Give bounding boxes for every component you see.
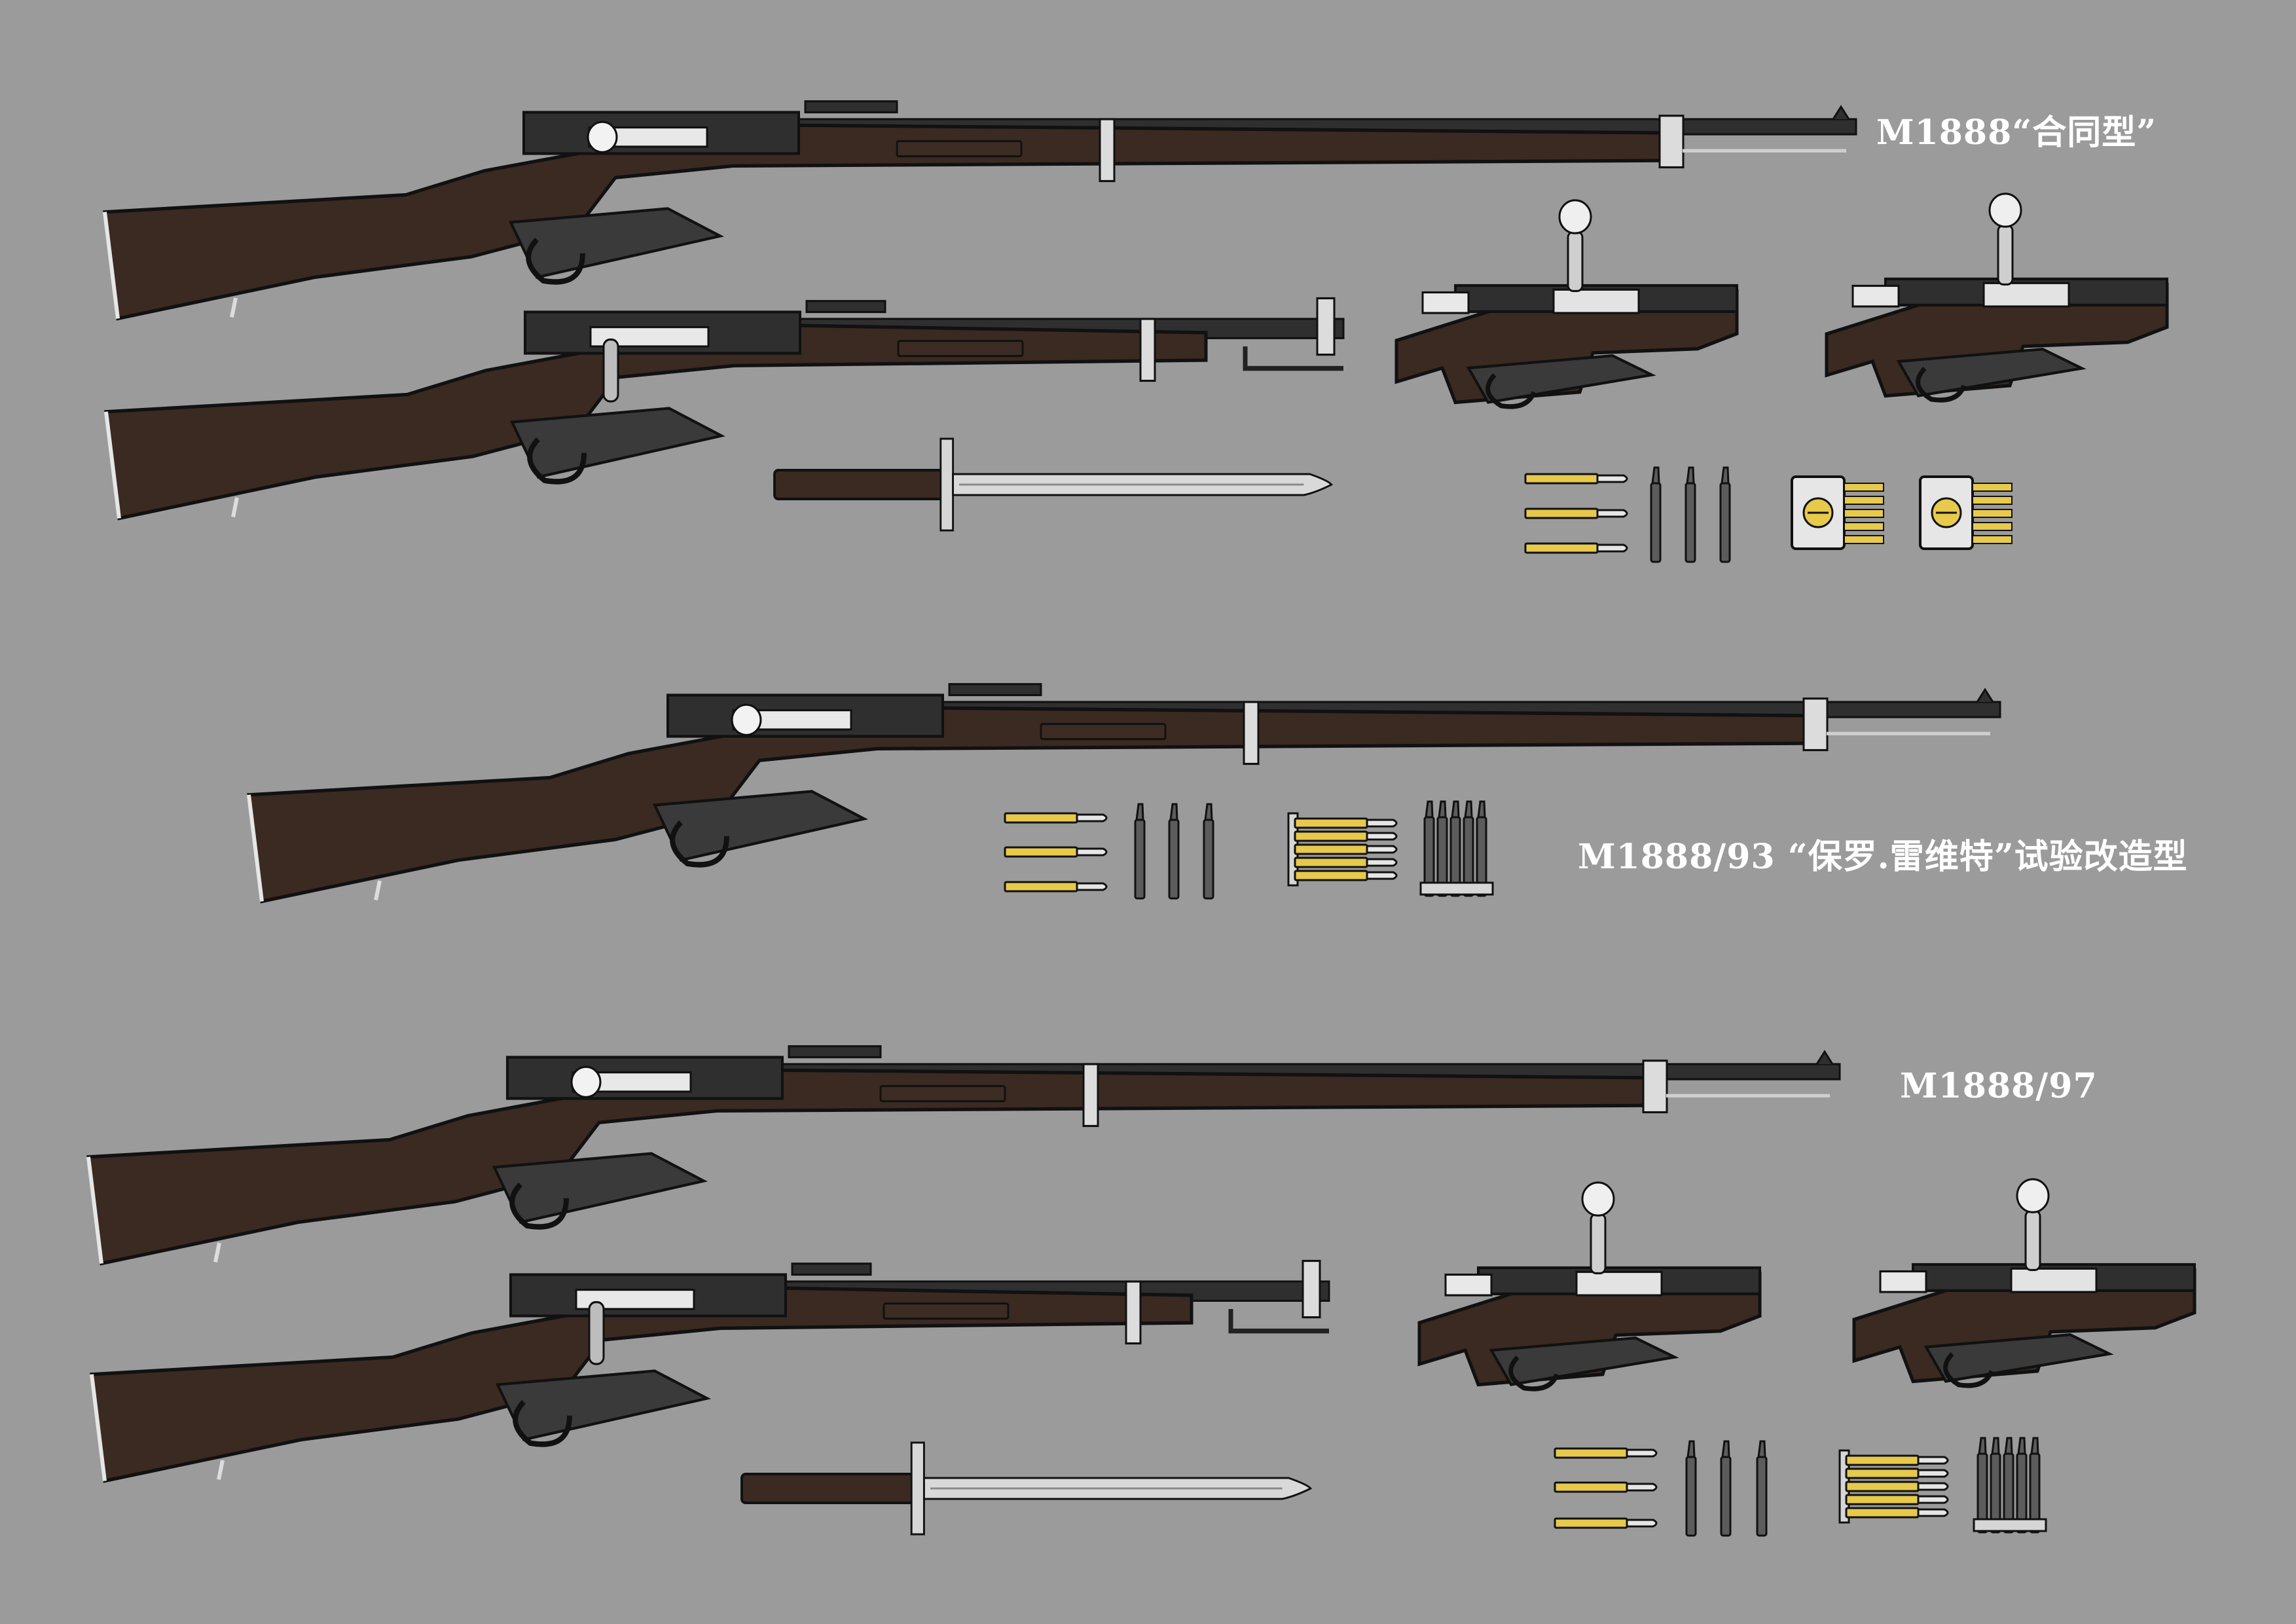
m1888-97-action-closeup-2 [1854,1179,2195,1386]
m1888-97-rifle [88,1046,1840,1264]
m1888-action-closeup-2 [1827,194,2167,400]
m1888-bayonet [773,437,1333,532]
label-m1888-97: M1888/97 [1900,1066,2098,1106]
label-m1888: M1888“合同型” [1876,113,2157,153]
m1888-97-action-closeup-1 [1419,1183,1760,1389]
m1888-93-cartridges [1004,802,1493,900]
m1888-97-cartridges [1554,1438,2046,1537]
m1888-97-bayonet [740,1441,1312,1536]
label-m1888-93: M1888/93 “保罗.雷维特”试验改造型 [1578,837,2188,877]
m1888-action-closeup-1 [1396,200,1737,407]
m1888-97-carbine [92,1261,1329,1481]
m1888-cartridges [1524,466,2013,563]
